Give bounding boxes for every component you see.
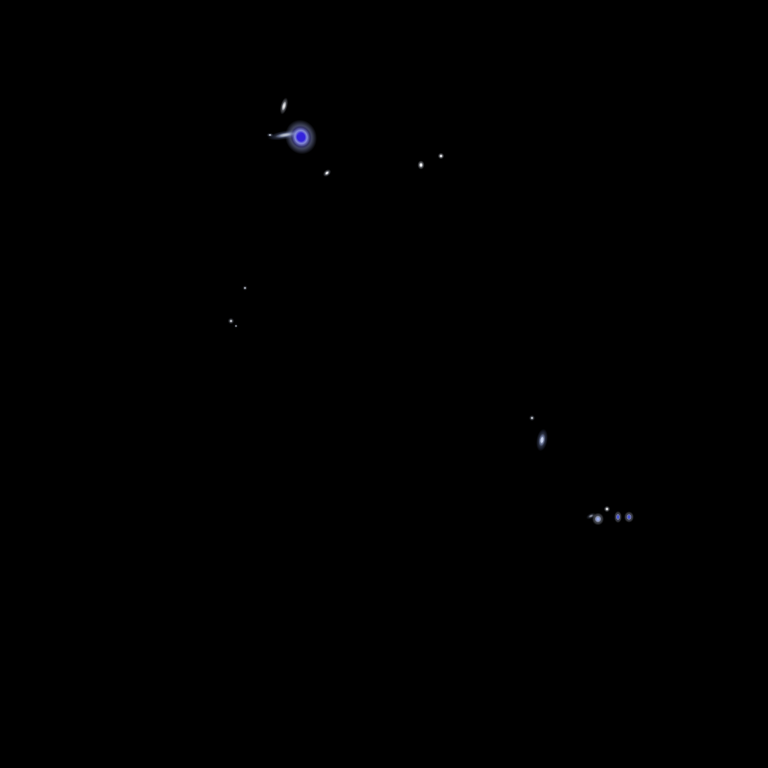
sky-source-point-source-d — [227, 317, 235, 325]
sky-source-blue-clump-lower-right — [592, 512, 604, 526]
source-body — [281, 101, 287, 111]
source-core — [420, 163, 422, 167]
source-body — [275, 131, 295, 139]
source-core — [617, 515, 619, 519]
source-core — [596, 517, 600, 521]
source-core — [606, 508, 608, 510]
sky-source-point-source-b — [437, 152, 445, 160]
sky-source-blue-point-h — [614, 511, 622, 523]
sky-source-curved-streak-north — [279, 97, 289, 115]
source-core — [235, 325, 237, 327]
sky-source-elongated-blue-blob — [536, 428, 548, 452]
source-core — [230, 320, 232, 322]
source-core — [244, 287, 246, 289]
sky-source-point-source-e — [234, 324, 238, 328]
sky-source-point-source-a — [417, 160, 425, 170]
sky-source-point-source-c — [242, 285, 248, 291]
sky-source-blue-point-i — [624, 511, 634, 523]
source-core — [269, 134, 271, 136]
sky-source-tidal-tail-streak — [267, 129, 303, 141]
sky-source-double-point-southeast — [322, 169, 332, 177]
source-core — [531, 417, 533, 419]
sky-source-point-source-f — [529, 415, 535, 421]
sky-source-faint-companion-west — [266, 132, 274, 138]
source-core — [627, 515, 631, 519]
source-core — [326, 172, 328, 174]
sky-source-point-source-g — [603, 505, 611, 513]
source-core — [440, 155, 442, 157]
source-core — [540, 437, 544, 443]
